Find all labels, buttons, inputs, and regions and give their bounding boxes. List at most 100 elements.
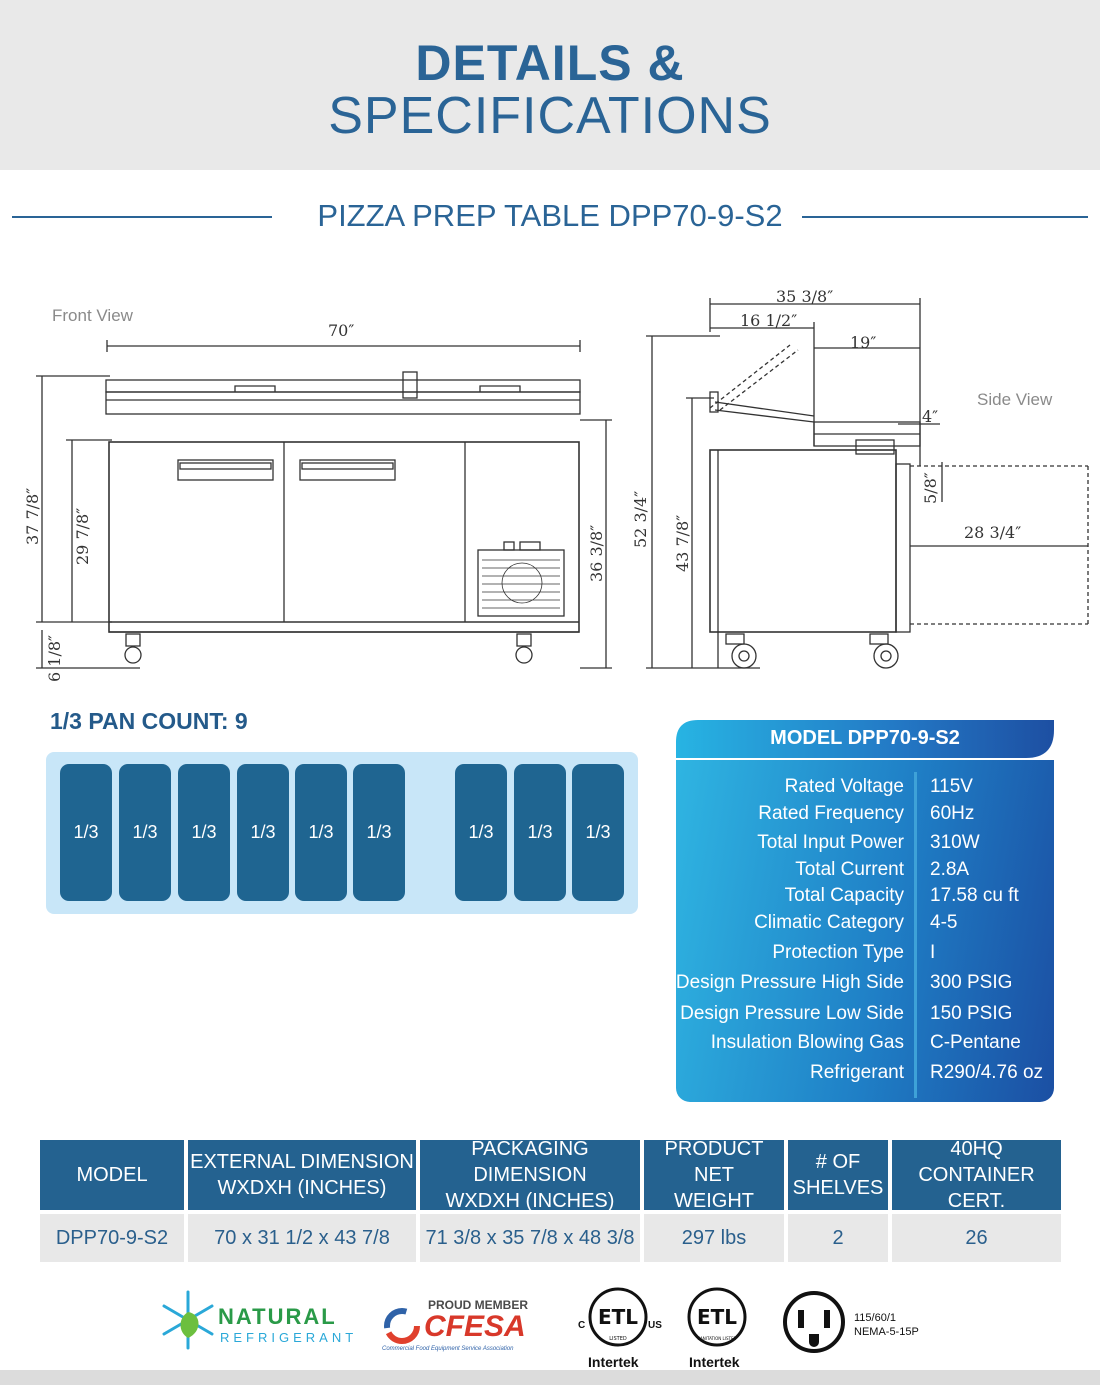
spec-value: R290/4.76 oz [930, 1062, 1044, 1083]
etl-listed-word: LISTED [609, 1336, 627, 1342]
title-rule-right [802, 216, 1088, 218]
table-header-text: SHELVES [792, 1177, 884, 1199]
cfesa-proud-member: PROUD MEMBER [428, 1298, 529, 1312]
etl-intertek-1: Intertek [588, 1354, 639, 1370]
spec-label: Rated Frequency [758, 803, 904, 824]
product-title-row: PIZZA PREP TABLE DPP70-9-S2 [0, 190, 1100, 246]
etl-listed-mark: ETL [598, 1305, 638, 1329]
spec-value: 300 PSIG [930, 972, 1013, 993]
table-cell: 71 3/8 x 35 7/8 x 48 3/8 [420, 1214, 640, 1262]
table-header-text: MODEL [76, 1164, 148, 1186]
footer-bar [0, 1370, 1100, 1385]
etl-sanitation-logo: ETL SANITATION LISTED Intertek [684, 1286, 754, 1376]
pan-slot: 1/3 [237, 764, 289, 901]
cfesa-name: CFESA [424, 1310, 526, 1343]
nema-plug-info: 115/60/1 NEMA-5-15P [782, 1290, 942, 1360]
etl-listed-icon: ETL LISTED [588, 1287, 648, 1347]
table-header-text: PRODUCT NET [664, 1138, 764, 1186]
spec-label: Climatic Category [754, 912, 904, 933]
header-title-line1: DETAILS & [415, 35, 685, 91]
title-rule-left [12, 216, 272, 218]
table-header-text: WXDXH (INCHES) [217, 1177, 387, 1199]
natural-refrigerant-logo: NATURAL REFRIGERANT [158, 1288, 368, 1358]
pan-slot: 1/3 [572, 764, 624, 901]
etl-sanitation-icon: ETL SANITATION LISTED [687, 1287, 747, 1347]
table-cell: 297 lbs [644, 1214, 784, 1262]
dim-side-door-depth: 28 3/4″ [964, 523, 1021, 542]
spec-value: I [930, 942, 936, 963]
spec-divider [914, 772, 917, 1098]
spec-value: 4-5 [930, 912, 958, 933]
table-header-text: WXDXH (INCHES) [445, 1190, 615, 1212]
cfesa-subtitle: Commercial Food Equipment Service Associ… [382, 1346, 514, 1352]
etl-intertek-2: Intertek [689, 1354, 740, 1370]
spec-value: C-Pentane [930, 1032, 1021, 1053]
certification-logos: NATURAL REFRIGERANT PROUD MEMBER CFESA C… [0, 1280, 1100, 1385]
spec-value: 310W [930, 832, 980, 853]
spec-card: Rated Voltage 115V Rated Frequency 60Hz … [676, 760, 1054, 1102]
pan-slot: 1/3 [455, 764, 507, 901]
pan-slot: 1/3 [119, 764, 171, 901]
spec-value: 60Hz [930, 803, 975, 824]
table-header-text: 40HQ [950, 1138, 1003, 1160]
pan-layout: 1/3 1/3 1/3 1/3 1/3 1/3 1/3 1/3 1/3 [46, 752, 638, 914]
spec-label: Total Current [795, 859, 904, 880]
spec-card-title: MODEL DPP70-9-S2 [770, 727, 960, 749]
natural-logo-word: NATURAL [218, 1304, 337, 1329]
spec-value: 17.58 cu ft [930, 885, 1019, 906]
spec-card-tab-shape [676, 720, 1054, 758]
table-header-shelves: # OF SHELVES [788, 1140, 888, 1210]
spec-value: 2.8A [930, 859, 970, 880]
table-header-packaging: PACKAGING DIMENSION WXDXH (INCHES) [420, 1138, 640, 1212]
dim-front-height-body: 36 3/8″ [587, 525, 606, 582]
etl-c-mark: C [578, 1320, 586, 1331]
etl-sanitation-mark: ETL [697, 1305, 737, 1329]
plug-rating: 115/60/1 [854, 1312, 897, 1324]
dim-side-rail-depth: 19″ [850, 333, 876, 352]
table-header-text: WEIGHT [674, 1190, 754, 1212]
front-view-label: Front View [52, 306, 133, 325]
spec-label: Insulation Blowing Gas [710, 1032, 904, 1053]
technical-drawings: Front View Side View [0, 270, 1100, 700]
spec-label: Design Pressure High Side [676, 972, 904, 993]
spec-card-header: MODEL DPP70-9-S2 [676, 720, 1054, 758]
table-header-container: 40HQ CONTAINER CERT. [892, 1138, 1061, 1212]
table-header-text: EXTERNAL DIMENSION [190, 1151, 414, 1173]
page-header: DETAILS & SPECIFICATIONS [0, 0, 1100, 170]
table-cell: 2 [788, 1214, 888, 1262]
pan-slot: 1/3 [295, 764, 347, 901]
dim-front-height-total: 37 7/8″ [23, 488, 42, 545]
spec-label: Protection Type [772, 942, 904, 963]
spec-label: Total Input Power [757, 832, 904, 853]
spec-value: 115V [930, 776, 973, 797]
header-title-line2: SPECIFICATIONS [328, 87, 772, 145]
plug-type: NEMA-5-15P [854, 1326, 919, 1338]
table-header-text: PACKAGING DIMENSION [471, 1138, 589, 1186]
pan-slot: 1/3 [60, 764, 112, 901]
pan-slot: 1/3 [353, 764, 405, 901]
dim-front-height-door: 29 7/8″ [73, 508, 92, 565]
pan-slot: 1/3 [178, 764, 230, 901]
dim-side-height-work: 43 7/8″ [673, 515, 692, 572]
dim-side-depth-total: 35 3/8″ [776, 287, 833, 306]
spec-label: Refrigerant [810, 1062, 904, 1083]
dim-side-lid-depth: 16 1/2″ [740, 311, 797, 330]
table-cell: 26 [892, 1214, 1061, 1262]
etl-listed-logo: ETL LISTED C US Intertek [578, 1286, 662, 1376]
etl-us-mark: US [648, 1320, 662, 1331]
refrigerant-logo-word: REFRIGERANT [220, 1330, 358, 1345]
pan-slot: 1/3 [514, 764, 566, 901]
snowflake-leaf-icon [162, 1290, 214, 1350]
product-title: PIZZA PREP TABLE DPP70-9-S2 [317, 198, 783, 233]
spec-label: Total Capacity [784, 885, 904, 906]
table-header-weight: PRODUCT NET WEIGHT [644, 1138, 784, 1212]
dim-side-cutting-board: 4″ [922, 407, 938, 426]
table-header-text: # OF [815, 1151, 861, 1173]
dim-side-door-gap: 5/8″ [921, 472, 940, 504]
table-cell: 70 x 31 1/2 x 43 7/8 [188, 1214, 416, 1262]
spec-label: Design Pressure Low Side [680, 1003, 904, 1024]
dim-side-height-total: 52 3/4″ [631, 491, 650, 548]
side-view-label: Side View [977, 390, 1053, 409]
cfesa-ring-icon [384, 1308, 420, 1344]
etl-sanitation-word: SANITATION LISTED [697, 1336, 736, 1341]
